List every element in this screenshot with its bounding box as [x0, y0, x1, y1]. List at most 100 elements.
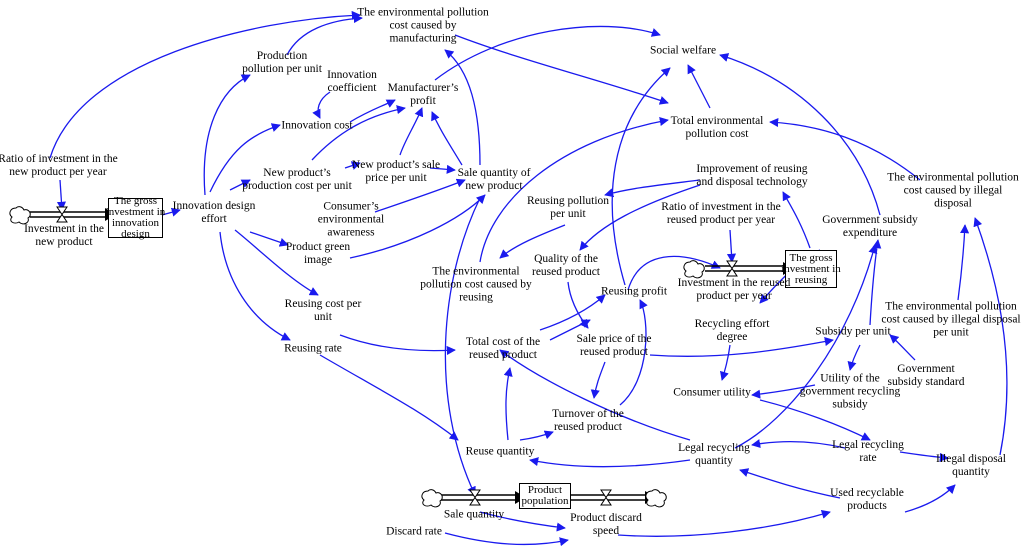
cloud-source-sale-icon [421, 489, 443, 508]
link-legal-rate-to-legal-qty [751, 439, 846, 449]
label-reusing-rate: Reusing rate [284, 342, 342, 355]
link-sale-price-to-sale-qty [429, 164, 456, 174]
label-investment-reused: Investment in the reused product per yea… [677, 277, 791, 302]
label-government-subsidy: Government subsidy expenditure [822, 214, 918, 239]
label-innovation-coefficient: Innovation coefficient [327, 69, 377, 94]
link-effort-to-green-image [249, 231, 289, 247]
label-manufacturers-profit: Manufacturer’s profit [387, 82, 459, 107]
link-innovation-cost-to-profit [349, 99, 396, 123]
cloud-sink-discard-icon [645, 489, 667, 508]
link-sale-qty-to-discard [479, 511, 566, 532]
link-quality-to-sale-price [567, 281, 589, 329]
label-government-subsidy-standard: Government subsidy standard [887, 363, 965, 388]
link-improve-to-reusing-pollution [604, 179, 701, 198]
label-product-discard-speed: Product discard speed [570, 512, 642, 537]
link-reuse-qty-to-turnover [519, 430, 554, 441]
label-social-welfare: Social welfare [649, 44, 717, 57]
link-sale-price-to-turnover [590, 361, 606, 399]
label-env-pollution-illegal: The environmental pollution cost caused … [887, 171, 1019, 210]
link-env-mfg-to-total-env [454, 34, 669, 105]
link-total-cost-to-reusing-profit [539, 294, 606, 331]
link-subsidy-to-utility [847, 344, 861, 371]
link-effort-to-new-cost [229, 179, 251, 191]
link-utility-to-consumer-utility [751, 384, 816, 399]
label-reusing-pollution: Reusing pollution per unit [526, 195, 610, 220]
link-subsidy-standard-to-subsidy [889, 334, 916, 361]
link-total-cost-to-sale-price [549, 319, 591, 341]
link-sale-price-to-profit [399, 107, 424, 156]
link-new-cost-to-sale-price [344, 161, 361, 170]
label-env-pollution-illegal-per-unit: The environmental pollution cost caused … [881, 300, 1021, 339]
label-reusing-cost: Reusing cost per unit [284, 298, 362, 323]
link-illegal-unit-to-illegal-env [957, 224, 970, 301]
link-production-pollution-to-env-mfg [286, 13, 363, 56]
link-total-env-to-social-welfare [687, 64, 711, 109]
link-green-image-to-sale-qty [349, 194, 486, 259]
label-quality-reused: Quality of the reused product [531, 253, 601, 278]
label-innovation-design-effort: Innovation design effort [172, 200, 256, 225]
valve-discard-icon [600, 489, 612, 506]
link-reusing-pollution-to-env [499, 224, 566, 259]
link-legal-qty-to-gov-subsidy [734, 244, 878, 449]
link-reusing-profit-to-social [611, 67, 671, 286]
link-used-to-illegal-qty [904, 484, 956, 513]
label-ratio-reused: Ratio of investment in the reused produc… [661, 201, 781, 226]
label-utility-government-recycling: Utility of the government recycling subs… [799, 372, 901, 411]
label-reuse-quantity: Reuse quantity [465, 445, 535, 458]
link-reusing-profit-to-invest [627, 255, 721, 291]
label-production-pollution: Production pollution per unit [242, 50, 322, 75]
link-used-to-legal-qty [739, 468, 841, 499]
stock-gross-investment-innovation: The gross investment in innovation desig… [105, 195, 166, 240]
link-recycling-effort-to-consumer [719, 344, 731, 381]
label-new-product-production-cost: New product’s production cost per unit [242, 167, 352, 192]
link-sale-qty-to-profit [431, 111, 463, 166]
label-env-pollution-reusing: The environmental pollution cost caused … [420, 265, 532, 304]
label-discard-rate: Discard rate [386, 525, 442, 538]
link-reusing-rate-to-reuse-qty [319, 354, 459, 441]
link-sale-price-to-subsidy [649, 337, 834, 357]
link-turnover-to-reusing-profit [619, 299, 648, 406]
cloud-source-investment-reused-icon [683, 260, 705, 279]
link-new-cost-to-profit [311, 105, 406, 161]
link-consumer-to-legal-qty [759, 399, 871, 441]
label-innovation-cost: Innovation cost [281, 119, 353, 132]
cloud-source-investment-new-icon [9, 206, 31, 225]
link-effort-to-reusing-rate [219, 231, 291, 341]
link-reusing-cost-to-total-cost [339, 334, 456, 356]
link-discard-speed-to-used [617, 509, 831, 537]
link-innov-coef-to-innov-cost [312, 91, 331, 119]
link-gov-subsidy-to-social [719, 53, 881, 216]
link-sale-qty-to-env-mfg [444, 49, 481, 166]
link-discard-rate-to-speed [444, 532, 569, 547]
link-effort-to-production-pollution [203, 74, 251, 196]
label-sale-price-reused: Sale price of the reused product [576, 333, 652, 358]
valve-investment-new-icon [56, 206, 68, 223]
link-env-reusing-to-total-env [479, 117, 669, 263]
label-improvement-reusing-tech: Improvement of reusing and disposal tech… [696, 163, 808, 188]
link-legal-rate-to-illegal-qty [899, 451, 949, 462]
link-legal-qty-to-env-reusing [499, 349, 691, 441]
label-new-product-sale-price: New product’s sale price per unit [351, 159, 441, 184]
label-ratio-new-product: Ratio of investment in the new product p… [0, 153, 118, 178]
label-legal-recycling-quantity: Legal recycling quantity [678, 442, 750, 467]
label-investment-new-product: Investment in the new product [24, 223, 104, 248]
label-consumer-env-awareness: Consumer’s environmental awareness [317, 200, 385, 239]
valve-investment-reused-icon [726, 260, 738, 277]
label-total-env-pollution: Total environmental pollution cost [670, 115, 764, 140]
label-total-cost-reused: Total cost of the reused product [465, 336, 541, 361]
link-gross-innovation-to-effort [161, 207, 181, 217]
label-product-green-image: Product green image [285, 241, 351, 266]
link-ratio-reused-to-invest [726, 229, 737, 263]
label-subsidy-per-unit: Subsidy per unit [815, 325, 891, 338]
link-legal-qty-to-reuse-qty [529, 457, 691, 468]
link-improve-to-quality [579, 184, 701, 251]
link-sale-qty-new-to-sale-qty [444, 197, 481, 496]
link-investment-new-to-ratio [49, 10, 361, 159]
label-used-recyclable-products: Used recyclable products [830, 487, 904, 512]
label-sale-quantity-new-product: Sale quantity of new product [457, 167, 531, 192]
link-ratio-to-investment-new [56, 179, 66, 211]
label-consumer-utility: Consumer utility [673, 386, 751, 399]
stock-gross-investment-reusing: The gross investment in reusing [781, 250, 841, 288]
